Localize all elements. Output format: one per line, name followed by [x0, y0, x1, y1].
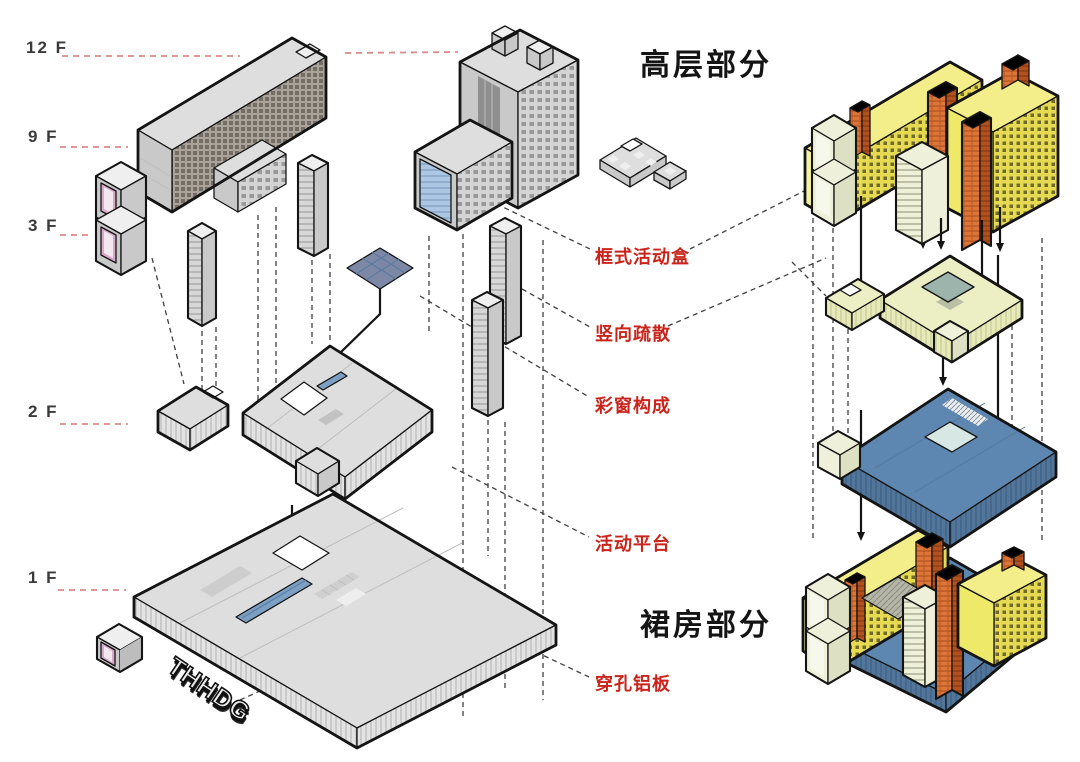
tower-building-gray [413, 25, 580, 232]
small-cream-box-1f [816, 429, 862, 481]
annotation-activity-platform: 活动平台 [595, 534, 671, 554]
small-box-below-2f [294, 446, 341, 498]
l-building-yellow [945, 54, 1060, 252]
frame-activity-boxes-cream [810, 113, 858, 228]
assembled-building [801, 528, 1048, 714]
platform-2f-pale-l-piece [824, 277, 886, 332]
floor-label-2f: 2 F [28, 402, 59, 421]
platform-1f-gray [132, 492, 558, 750]
skylight-panel [296, 247, 414, 396]
annotation-vertical-evacuation: 竖向疏散 [595, 324, 671, 344]
annotation-frame-activity-box: 框式活动盒 [595, 247, 690, 267]
gray-exploded-axon [94, 25, 687, 750]
colored-exploded-axon [801, 54, 1060, 714]
floor-label-3f: 3 F [28, 216, 59, 235]
platform-2f-gray [241, 344, 434, 501]
annotation-perforated-aluminum: 穿孔铝板 [595, 674, 671, 694]
small-frame-box-1f [95, 622, 144, 674]
heading-highrise: 高层部分 [640, 49, 772, 82]
slab-building-gray [136, 36, 328, 214]
stair-tower-gray-left [186, 221, 218, 328]
floor-label-12f: 12 F [26, 38, 69, 57]
platform-2f-l-piece [156, 385, 230, 452]
floor-label-9f: 9 F [28, 127, 59, 146]
plan-fragments-gray [599, 137, 687, 190]
frame-activity-boxes-gray [94, 160, 148, 277]
floor-level-lines [58, 51, 459, 591]
annotation-colored-window: 彩窗构成 [595, 396, 671, 416]
small-box-below-2f-pale [932, 319, 970, 364]
floor-label-1f: 1 F [28, 568, 59, 587]
evacuation-core-lower [470, 290, 505, 418]
stair-tower-gray-mid [296, 153, 330, 258]
platform-1f-blue [840, 387, 1058, 549]
heading-podium: 裙房部分 [640, 609, 772, 642]
